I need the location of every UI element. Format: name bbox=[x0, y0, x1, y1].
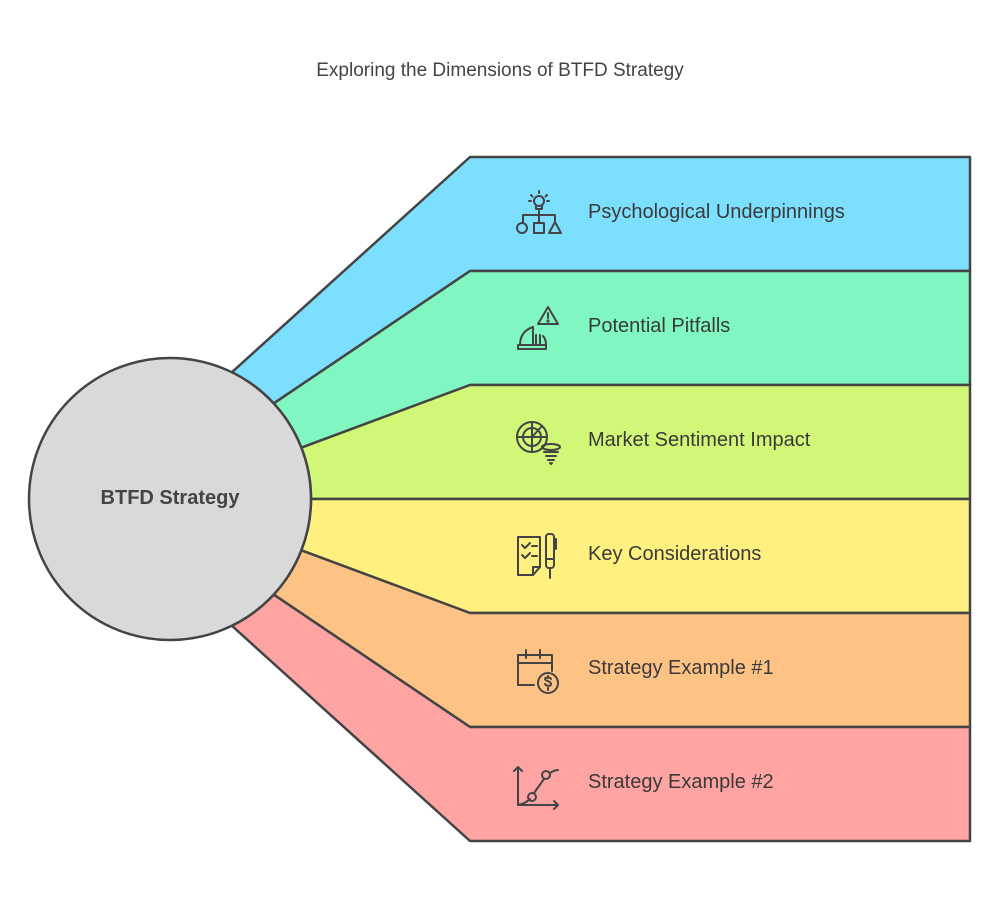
diagram-title: Exploring the Dimensions of BTFD Strateg… bbox=[316, 60, 684, 81]
branch-label-3: Market Sentiment Impact bbox=[588, 429, 811, 451]
center-node-label: BTFD Strategy bbox=[100, 487, 240, 509]
branch-label-1: Psychological Underpinnings bbox=[588, 201, 845, 223]
radar-tornado-icon bbox=[516, 421, 561, 465]
branch-label-2: Potential Pitfalls bbox=[588, 315, 731, 337]
center-node bbox=[27, 356, 313, 642]
checklist-pen-icon bbox=[517, 533, 557, 579]
branch-label-5: Strategy Example #1 bbox=[588, 657, 774, 679]
line-chart-icon bbox=[513, 766, 559, 810]
warning-sinking-ship-icon bbox=[517, 306, 559, 350]
lightbulb-shapes-icon bbox=[516, 190, 562, 234]
branch-label-6: Strategy Example #2 bbox=[588, 771, 774, 793]
branch-label-4: Key Considerations bbox=[588, 543, 762, 565]
calendar-dollar-icon bbox=[517, 649, 559, 694]
